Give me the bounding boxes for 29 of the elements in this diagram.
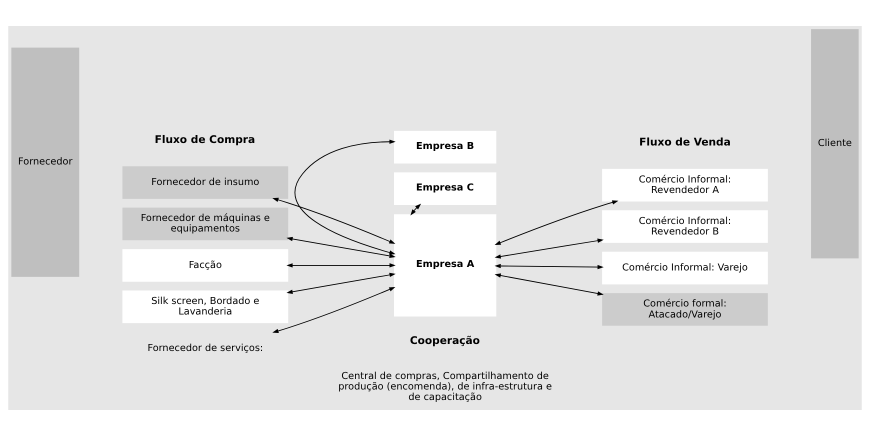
node-box: Comércio formal: Atacado/Varejo bbox=[602, 293, 768, 326]
label: Cooperação bbox=[410, 334, 480, 347]
arrow bbox=[494, 238, 604, 259]
node-box: Fornecedor de insumo bbox=[122, 166, 288, 199]
arrow bbox=[494, 264, 604, 270]
node-box: Comércio Informal: Revendedor A bbox=[602, 168, 768, 202]
arrow bbox=[494, 200, 618, 245]
node-box: Fornecedor de máquinas e equipamentos bbox=[122, 208, 288, 240]
node-box: Empresa A bbox=[394, 214, 496, 317]
node-box: Empresa B bbox=[394, 130, 496, 164]
label: Central de compras, Compartilhamento de produção (encomenda), de infra-estrutura e de capacitação bbox=[338, 370, 552, 404]
arrow bbox=[494, 273, 604, 296]
node-box: Comércio Informal: Varejo bbox=[602, 252, 768, 284]
arrow bbox=[286, 272, 396, 294]
arrow bbox=[272, 198, 396, 244]
node-text: Fornecedor de serviços: bbox=[147, 342, 264, 354]
label: Fluxo de Compra bbox=[154, 134, 256, 146]
label: Fluxo de Venda bbox=[639, 136, 731, 149]
arrow bbox=[410, 204, 422, 216]
arrow bbox=[272, 286, 396, 334]
node-box: Facção bbox=[122, 249, 288, 282]
node-box: Cliente bbox=[811, 29, 859, 258]
arrow bbox=[294, 140, 396, 255]
node-box: Empresa C bbox=[394, 172, 496, 205]
arrow bbox=[286, 236, 396, 258]
arrow bbox=[286, 263, 396, 268]
node-box: Fornecedor bbox=[11, 48, 80, 277]
node-box: Silk screen, Bordado e Lavanderia bbox=[122, 290, 288, 324]
node-box: Comércio Informal: Revendedor B bbox=[602, 210, 768, 243]
